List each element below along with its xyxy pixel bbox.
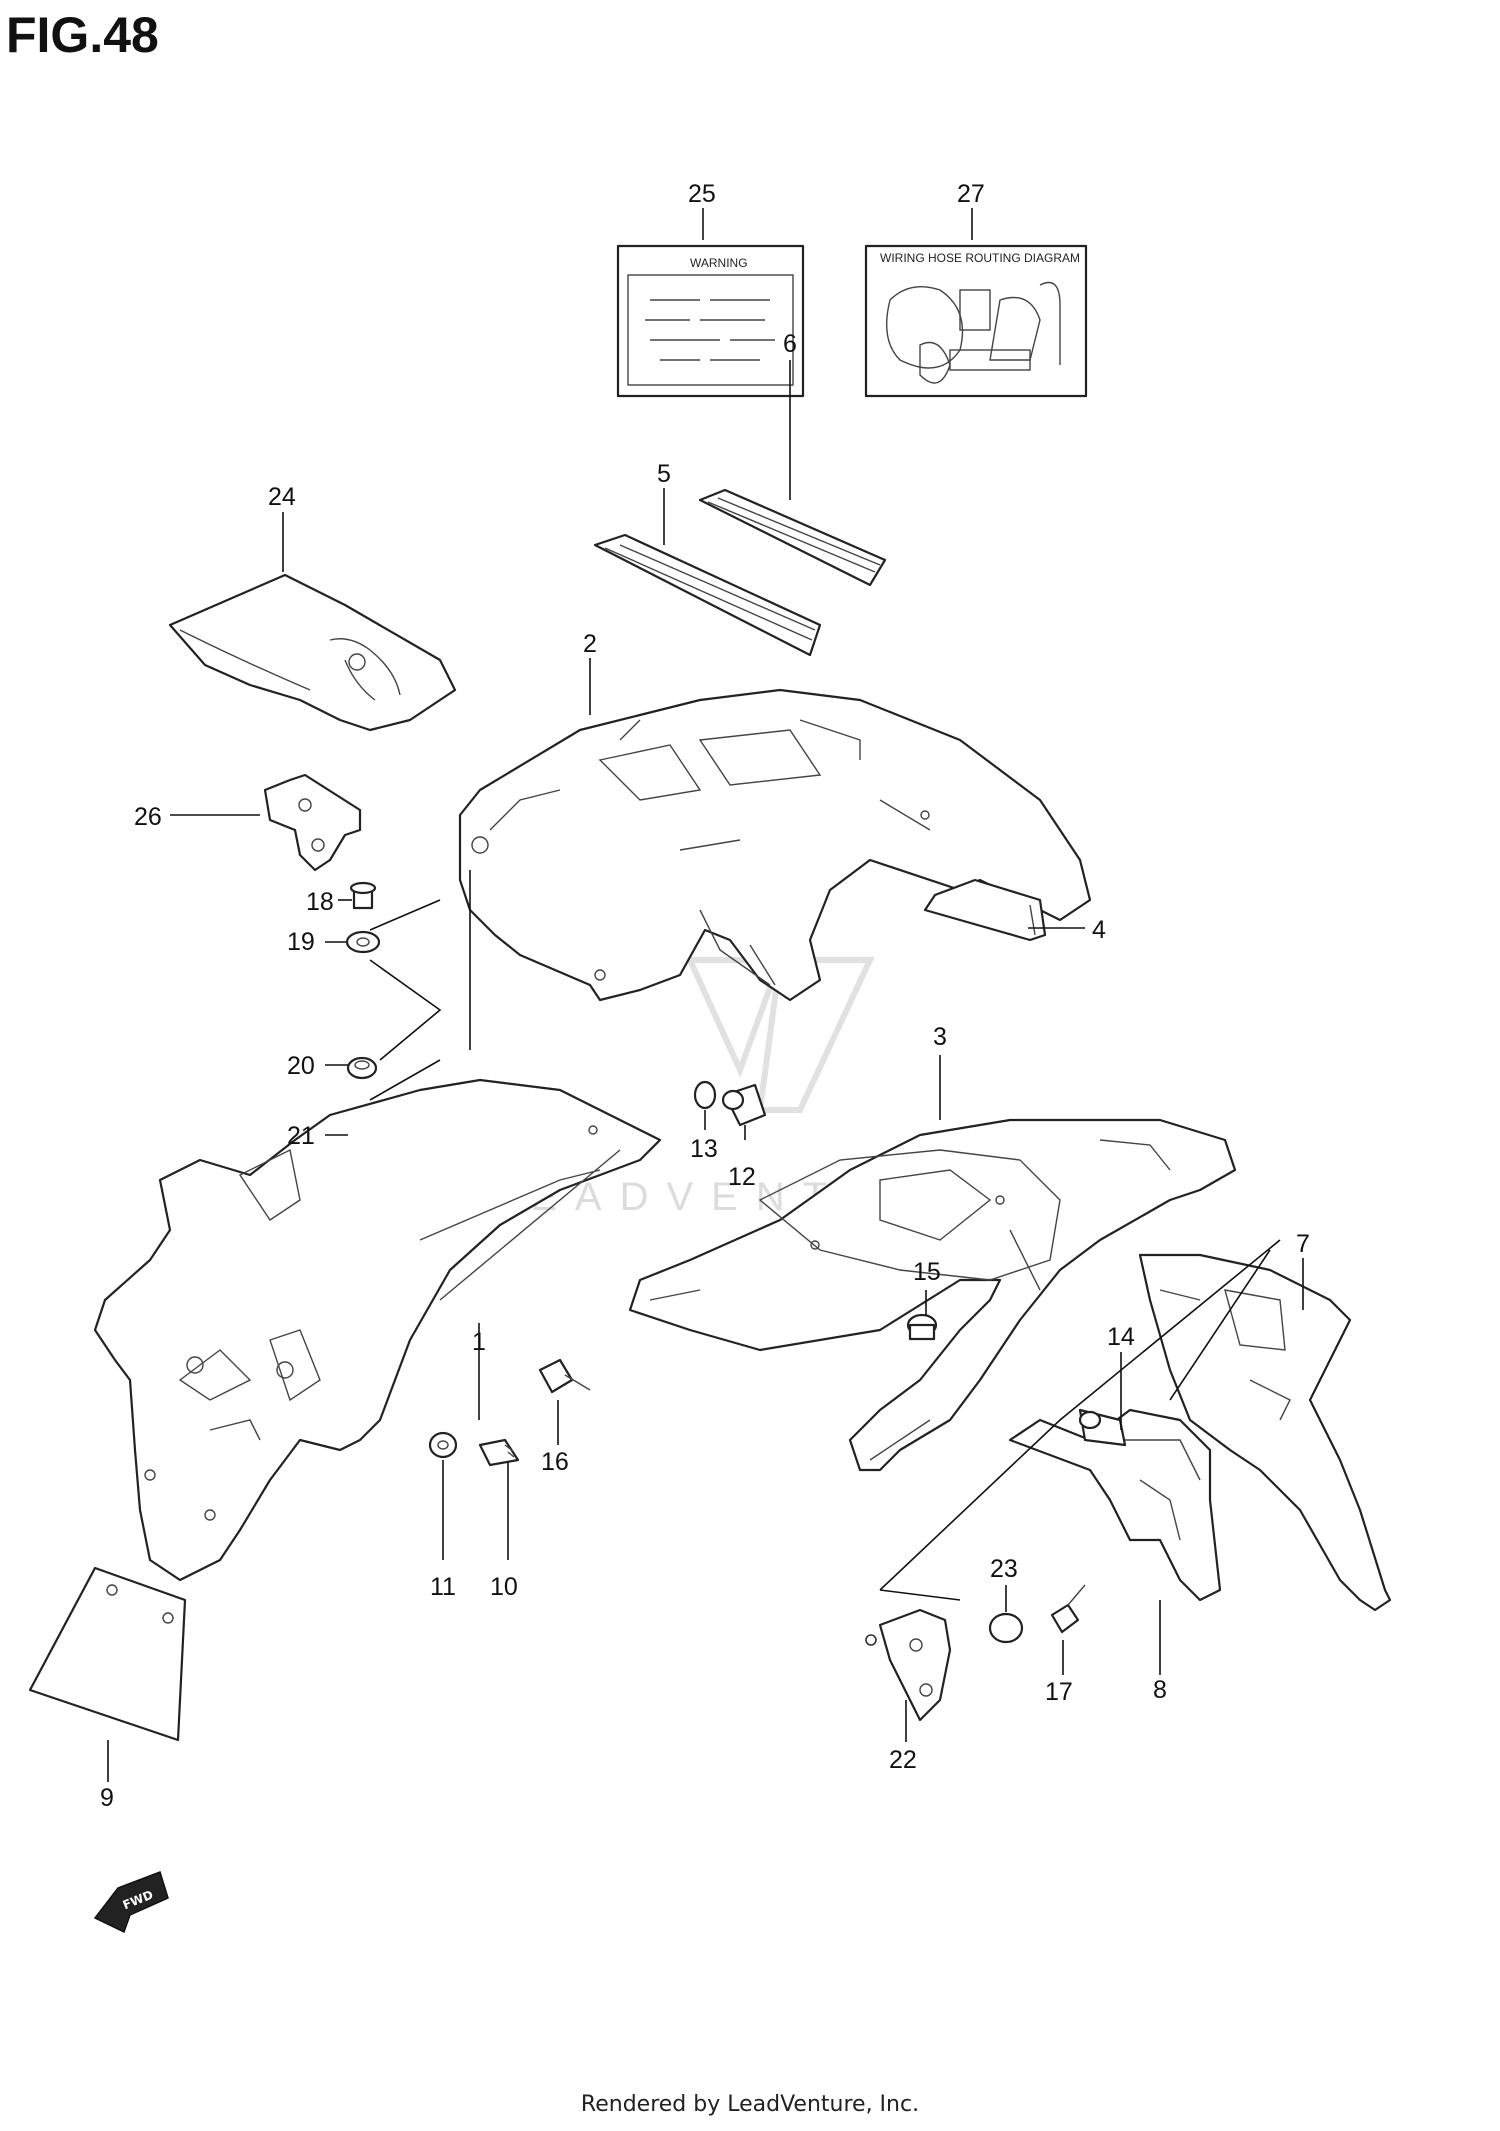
part-17-bolt — [1050, 1584, 1086, 1634]
callout-14: 14 — [1107, 1323, 1135, 1351]
part-10-screw — [478, 1438, 520, 1467]
part-16-bolt — [538, 1358, 591, 1394]
callout-20: 20 — [287, 1052, 315, 1080]
part-4-bar — [923, 878, 1047, 942]
callout-11: 11 — [430, 1573, 456, 1601]
part-22-small-bracket — [865, 1608, 952, 1722]
part-1-rear-fender — [93, 1078, 662, 1582]
routing-label-text: WIRING HOSE ROUTING DIAGRAM — [880, 251, 1080, 265]
part-26-bracket — [263, 773, 362, 872]
callout-8: 8 — [1153, 1676, 1167, 1704]
callout-17: 17 — [1045, 1678, 1073, 1706]
callout-numbers: 1 2 3 4 5 6 7 8 9 10 11 12 13 14 15 16 1… — [100, 180, 1310, 1812]
callout-15: 15 — [913, 1258, 941, 1286]
part-25-warning-label: WARNING — [616, 244, 805, 398]
callout-21: 21 — [287, 1122, 315, 1150]
callout-25: 25 — [688, 180, 716, 208]
leader-lines — [107, 208, 1304, 1782]
part-19-washer — [345, 930, 381, 954]
part-9-mud-flap — [28, 1566, 187, 1742]
part-3-carrier-frame — [628, 1118, 1237, 1472]
callout-7: 7 — [1296, 1230, 1310, 1258]
part-18-bolt — [349, 881, 377, 910]
part-7-license-bracket — [1138, 1253, 1392, 1612]
part-14-collar — [1078, 1408, 1127, 1447]
part-23-nut — [988, 1612, 1024, 1644]
part-12-collar — [721, 1083, 767, 1127]
callout-3: 3 — [933, 1023, 947, 1051]
callout-13: 13 — [690, 1135, 718, 1163]
part-2-rear-fender-top — [458, 688, 1092, 1002]
callout-6: 6 — [783, 330, 797, 358]
callout-18: 18 — [306, 888, 334, 916]
part-11-nut — [428, 1431, 458, 1459]
callout-10: 10 — [490, 1573, 518, 1601]
part-5-strip — [593, 533, 822, 657]
callout-24: 24 — [268, 483, 296, 511]
figure-title: FIG.48 — [6, 7, 159, 63]
callout-1: 1 — [472, 1328, 486, 1356]
callout-22: 22 — [889, 1746, 917, 1774]
callout-19: 19 — [287, 928, 315, 956]
callout-16: 16 — [541, 1448, 569, 1476]
part-6-strip — [698, 488, 887, 587]
callout-12: 12 — [728, 1163, 756, 1191]
part-20-grommet — [346, 1056, 378, 1080]
callout-4: 4 — [1092, 916, 1106, 944]
footer-credit: Rendered by LeadVenture, Inc. — [580, 2092, 920, 2117]
fwd-arrow-icon: FWD — [93, 1871, 169, 1934]
callout-2: 2 — [583, 630, 597, 658]
callout-26: 26 — [134, 803, 162, 831]
warning-label-text: WARNING — [690, 256, 748, 270]
part-13-washer — [693, 1080, 717, 1110]
callout-27: 27 — [957, 180, 985, 208]
callout-5: 5 — [657, 460, 671, 488]
callout-23: 23 — [990, 1555, 1018, 1583]
part-15-bolt — [906, 1313, 938, 1341]
part-27-routing-label: WIRING HOSE ROUTING DIAGRAM — [864, 244, 1088, 398]
callout-9: 9 — [100, 1784, 114, 1812]
part-24-cover — [168, 573, 457, 732]
